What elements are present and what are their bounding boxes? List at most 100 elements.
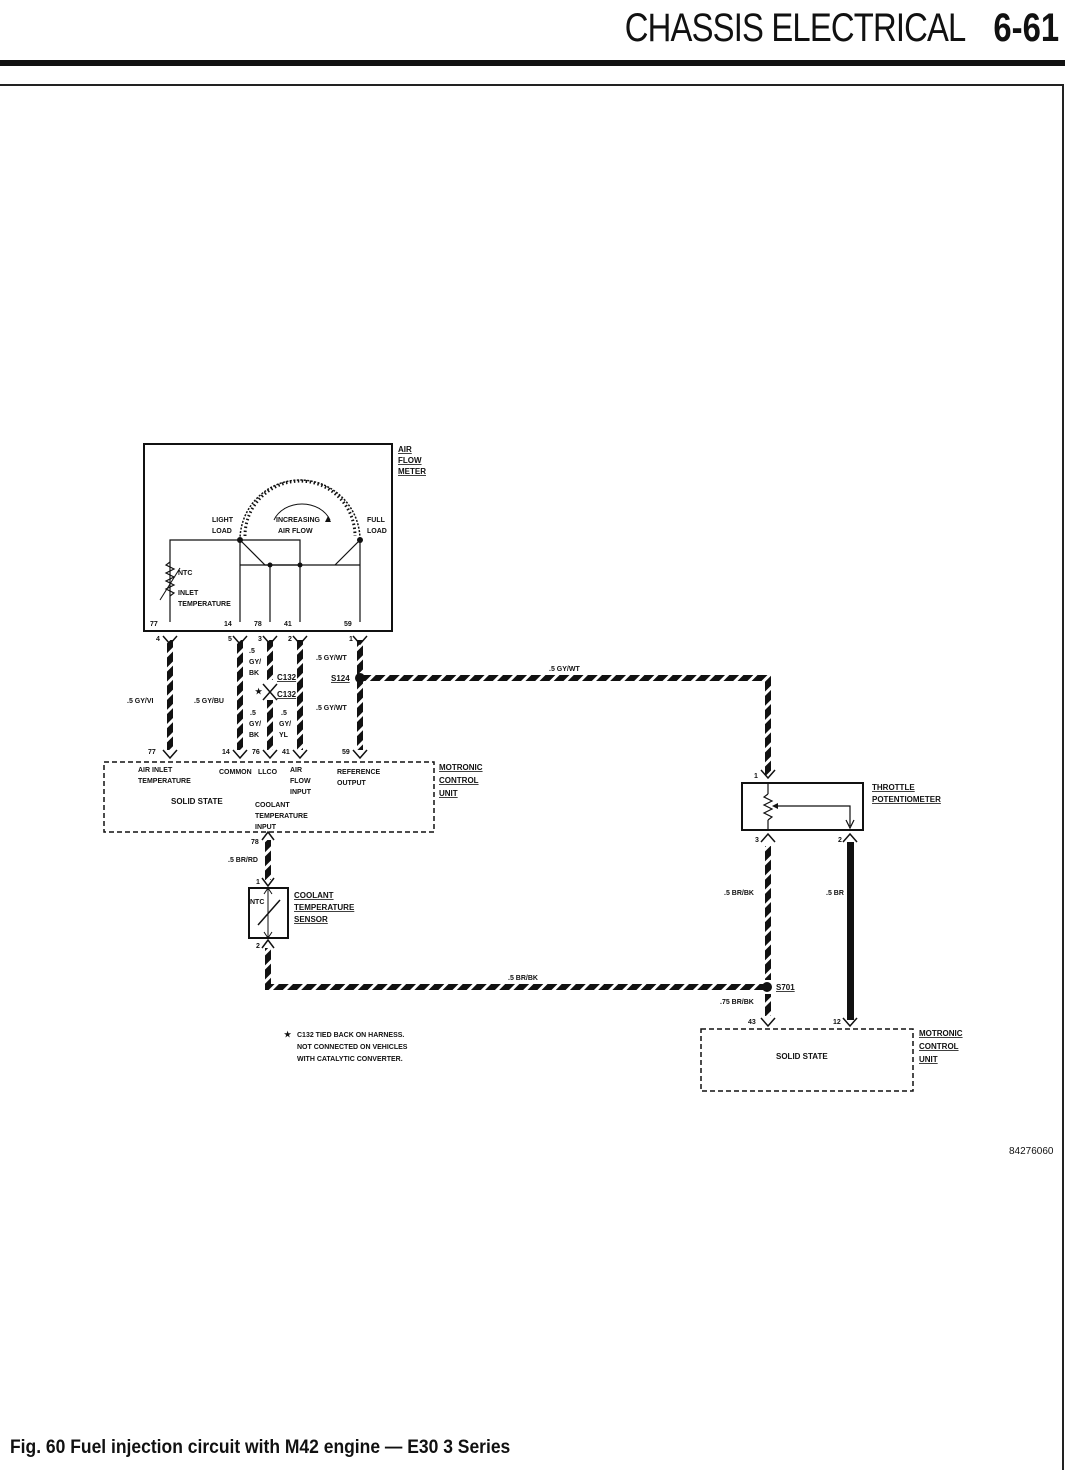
mu-coolant-2: TEMPERATURE [255, 813, 308, 820]
light-load-1: LIGHT [212, 517, 234, 524]
section-title: CHASSIS ELECTRICAL [624, 6, 966, 50]
afm-pin-41: 41 [284, 621, 292, 628]
afm-term-3: 3 [258, 636, 262, 643]
c132-star: ★ [255, 687, 263, 696]
cs-ntc: NTC [250, 899, 264, 906]
wire-top: .5 GY/WT [549, 666, 580, 673]
tp-pin-1: 1 [754, 773, 758, 780]
wire-w3b-2: GY/ [249, 721, 261, 728]
ml-title-3: UNIT [919, 1055, 938, 1064]
wire-w4-3: YL [279, 732, 289, 739]
afm-pin-77: 77 [150, 621, 158, 628]
full-load-2: LOAD [367, 528, 387, 535]
air-flow-meter [143, 443, 393, 632]
mu-airflow-3: INPUT [290, 789, 312, 796]
mu-pin-77: 77 [148, 749, 156, 756]
motronic-upper-box [103, 761, 435, 833]
wire-w3b-3: BK [249, 732, 259, 739]
wire-w3a-1: .5 [249, 648, 255, 655]
increasing-2: AIR FLOW [278, 528, 313, 535]
mu-pin-76: 76 [252, 749, 260, 756]
splice-s701: S701 [776, 983, 795, 992]
mu-title-3: UNIT [439, 789, 458, 798]
cs-title-1: COOLANT [294, 891, 334, 900]
harness-wires-upper [162, 635, 776, 780]
wire-w3a-2: GY/ [249, 659, 261, 666]
c132-upper: C132 [277, 673, 297, 682]
mu-reference-2: OUTPUT [337, 780, 367, 787]
wire-tp3: .5 BR/BK [724, 890, 754, 897]
throttle-potentiometer [741, 782, 864, 1028]
wire-tp2: .5 BR [826, 890, 844, 897]
afm-term-2: 2 [288, 636, 292, 643]
note-line-3: WITH CATALYTIC CONVERTER. [297, 1056, 403, 1063]
header-rule [0, 60, 1065, 66]
cs-title-2: TEMPERATURE [294, 903, 355, 912]
cs-pin-1: 1 [256, 879, 260, 886]
mu-pin-14: 14 [222, 749, 230, 756]
ml-pin-12: 12 [833, 1019, 841, 1026]
increasing-1: INCREASING [276, 517, 321, 524]
mu-llco: LLCO [258, 769, 278, 776]
coolant-sensor [248, 830, 772, 992]
afm-pin-14: 14 [224, 621, 232, 628]
wire-w1: .5 GY/VI [127, 698, 154, 705]
wire-w3b-1: .5 [250, 710, 256, 717]
wire-coolant: .5 BR/RD [228, 857, 258, 864]
tp-pin-2: 2 [838, 837, 842, 844]
mu-title-2: CONTROL [439, 776, 479, 785]
c132-lower: C132 [277, 690, 297, 699]
ml-solid-state: SOLID STATE [776, 1052, 828, 1061]
ml-title-1: MOTRONIC [919, 1029, 963, 1038]
wire-w5b: .5 GY/WT [316, 705, 347, 712]
afm-term-5: 5 [228, 636, 232, 643]
tp-pin-3: 3 [755, 837, 759, 844]
cs-pin-2: 2 [256, 943, 260, 950]
mu-reference-1: REFERENCE [337, 769, 381, 776]
wire-43: .75 BR/BK [720, 999, 754, 1006]
mu-pin-59: 59 [342, 749, 350, 756]
full-load-1: FULL [367, 517, 386, 524]
afm-title-3: METER [398, 467, 426, 476]
afm-term-4: 4 [156, 636, 160, 643]
afm-title-1: AIR [398, 445, 412, 454]
afm-title-2: FLOW [398, 456, 422, 465]
afm-ntc: NTC [178, 570, 192, 577]
note-star: ★ [284, 1030, 292, 1039]
wire-w4-2: GY/ [279, 721, 291, 728]
wire-w2: .5 GY/BU [194, 698, 224, 705]
cs-title-3: SENSOR [294, 915, 328, 924]
mu-pin-41: 41 [282, 749, 290, 756]
mu-air-inlet-2: TEMPERATURE [138, 778, 191, 785]
mu-air-inlet-1: AIR INLET [138, 767, 173, 774]
wire-bottom: .5 BR/BK [508, 975, 538, 982]
mu-airflow-1: AIR [290, 767, 302, 774]
mu-airflow-2: FLOW [290, 778, 311, 785]
figure-code: 84276060 [1009, 1146, 1054, 1157]
motronic-lower-box [700, 1028, 914, 1092]
note-line-1: C132 TIED BACK ON HARNESS. [297, 1032, 404, 1039]
splice-s124: S124 [331, 674, 350, 683]
tp-title-2: POTENTIOMETER [872, 795, 941, 804]
afm-pin-59: 59 [344, 621, 352, 628]
afm-pin-78: 78 [254, 621, 262, 628]
mu-solid-state: SOLID STATE [171, 797, 223, 806]
inlet-1: INLET [178, 590, 199, 597]
figure-caption: Fig. 60 Fuel injection circuit with M42 … [10, 1437, 511, 1458]
mu-coolant-1: COOLANT [255, 802, 290, 809]
mu-common: COMMON [219, 769, 252, 776]
light-load-2: LOAD [212, 528, 232, 535]
mu-coolant-3: INPUT [255, 824, 277, 831]
ml-title-2: CONTROL [919, 1042, 959, 1051]
inlet-2: TEMPERATURE [178, 601, 231, 608]
wire-w5a: .5 GY/WT [316, 655, 347, 662]
ml-pin-43: 43 [748, 1019, 756, 1026]
page-number: 6-61 [993, 6, 1059, 50]
wire-w3a-3: BK [249, 670, 259, 677]
tp-title-1: THROTTLE [872, 783, 915, 792]
wire-w4-1: .5 [281, 710, 287, 717]
mu-pin-78: 78 [251, 839, 259, 846]
note-line-2: NOT CONNECTED ON VEHICLES [297, 1044, 408, 1051]
mu-title-1: MOTRONIC [439, 763, 483, 772]
